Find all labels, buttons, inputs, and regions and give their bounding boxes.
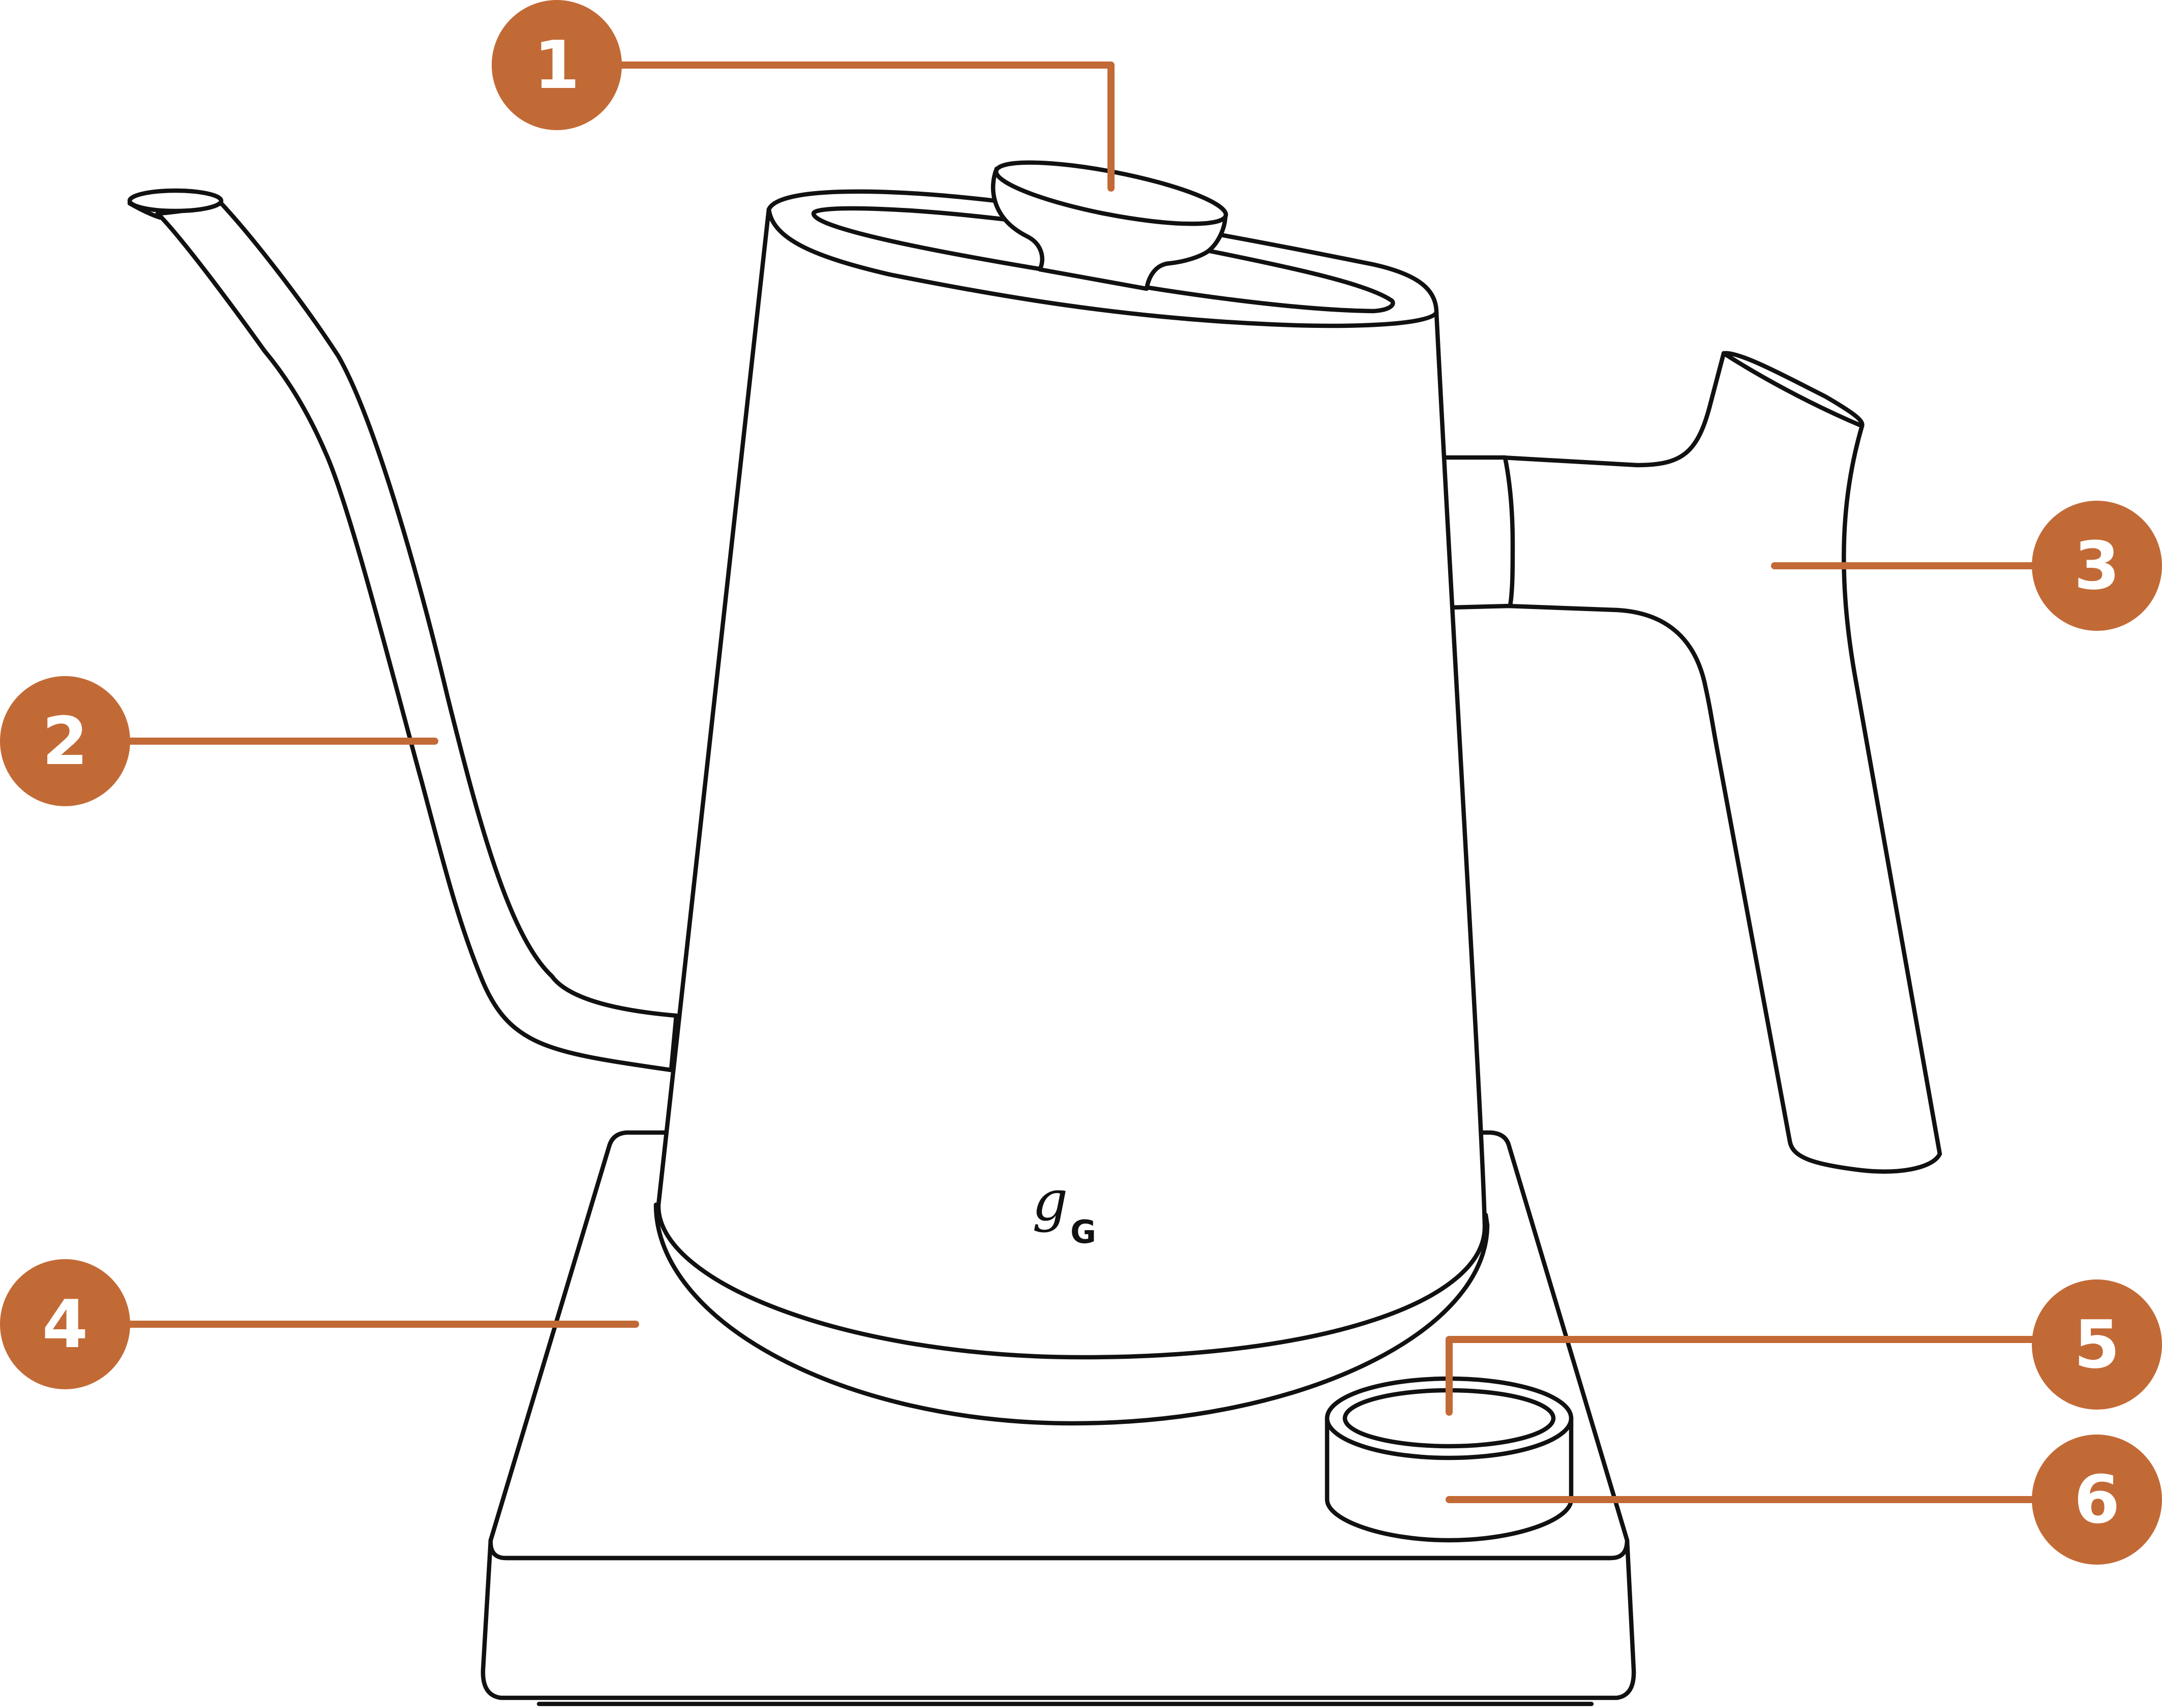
callout-badge-4 xyxy=(0,1259,130,1389)
base-skirt xyxy=(481,1538,1636,1700)
leader-line-5 xyxy=(1446,1336,2100,1416)
spout-body xyxy=(155,201,679,1073)
callout-badge-6 xyxy=(2032,1435,2162,1565)
callouts: 1 2 3 4 5 6 xyxy=(0,0,2162,1565)
logo-letter: G xyxy=(1070,1213,1096,1250)
callout-badge-2 xyxy=(0,676,130,806)
callout-number-4: 4 xyxy=(42,1286,88,1363)
spout-tip xyxy=(127,188,224,214)
callout-number-6: 6 xyxy=(2074,1461,2120,1538)
body-shell xyxy=(656,207,1487,1360)
gooseneck-spout xyxy=(127,188,679,1073)
handle-top-bevel xyxy=(1721,351,1865,429)
callout-badge-5 xyxy=(2032,1279,2162,1410)
leader-line-1 xyxy=(553,62,1115,192)
kettle-handle xyxy=(1439,351,1942,1174)
callout-number-1: 1 xyxy=(534,26,580,104)
callout-badge-1 xyxy=(492,0,622,130)
logo-script-letter: g xyxy=(1032,1168,1068,1233)
callout-number-5: 5 xyxy=(2074,1306,2120,1383)
lid-knob xyxy=(990,160,1228,291)
handle-grip xyxy=(1500,351,1942,1174)
spout-tip-lip xyxy=(127,201,163,220)
callout-number-2: 2 xyxy=(42,703,88,780)
callout-number-3: 3 xyxy=(2074,527,2120,604)
knob-top xyxy=(994,160,1228,226)
brand-logo: g G xyxy=(1032,1168,1096,1250)
callout-badge-3 xyxy=(2032,501,2162,631)
